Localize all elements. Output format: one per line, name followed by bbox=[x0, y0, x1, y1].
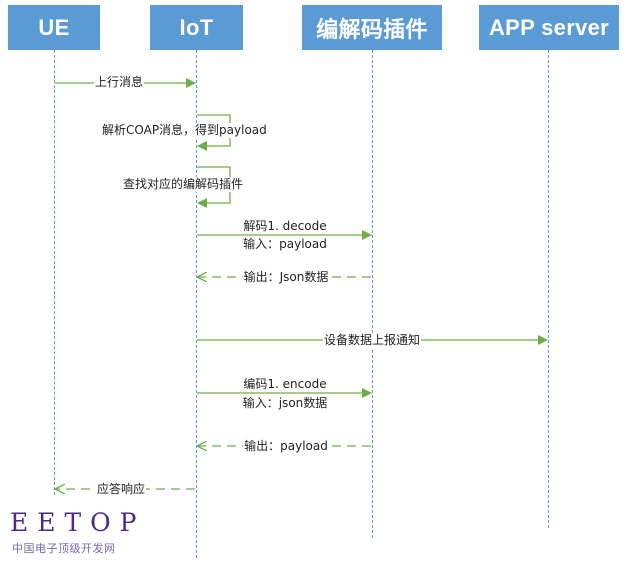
lifeline-iot bbox=[196, 50, 197, 558]
lifeline-ue bbox=[54, 50, 55, 495]
label-encode: 编码1. encode bbox=[242, 377, 328, 392]
label-decode: 解码1. decode bbox=[242, 219, 328, 234]
label-uplink: 上行消息 bbox=[94, 75, 145, 90]
actor-ue: UE bbox=[8, 5, 100, 50]
label-parse: 解析COAP消息，得到payload bbox=[101, 123, 268, 138]
label-encode-input: 输入：json数据 bbox=[241, 396, 329, 411]
label-decode-input: 输入：payload bbox=[242, 237, 328, 252]
lifeline-codec-plugin bbox=[372, 50, 373, 538]
label-encode-output: 输出：payload bbox=[243, 439, 329, 454]
eetop-subtitle: 中国电子顶级开发网 bbox=[12, 542, 116, 555]
label-response: 应答响应 bbox=[96, 482, 147, 497]
actor-codec-plugin: 编解码插件 bbox=[302, 5, 442, 50]
eetop-logo: EETOP bbox=[10, 508, 146, 537]
label-report: 设备数据上报通知 bbox=[322, 333, 422, 348]
lifeline-app-server bbox=[548, 50, 549, 528]
actor-iot: IoT bbox=[150, 5, 243, 50]
label-decode-output: 输出：Json数据 bbox=[242, 270, 330, 285]
actor-app-server: APP server bbox=[479, 5, 619, 50]
label-find-plugin: 查找对应的编解码插件 bbox=[122, 177, 245, 192]
